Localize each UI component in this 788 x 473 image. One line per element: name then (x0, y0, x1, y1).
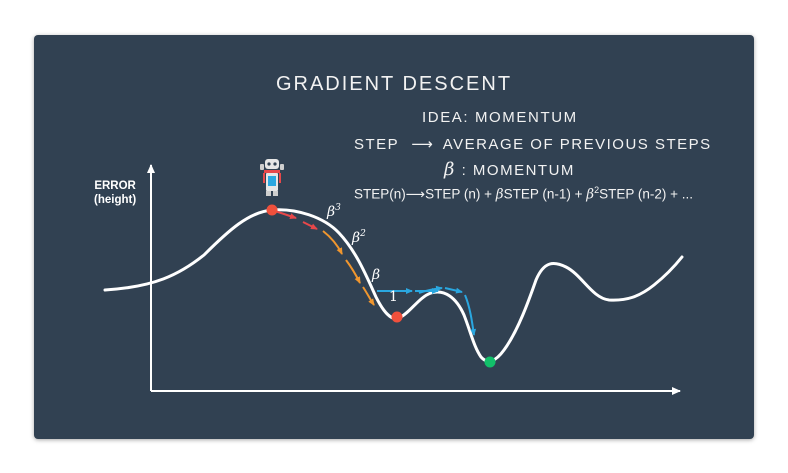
weight-beta-squared: β2 (351, 229, 366, 246)
formula-term-2: STEP (n-1) + (503, 186, 587, 202)
step-arrow-orange-2 (345, 259, 361, 284)
formula-term-3: STEP (n-2) + ... (599, 186, 693, 202)
start-point (266, 204, 278, 216)
weight-beta-cubed: β3 (326, 203, 341, 220)
beta-definition-text: : MOMENTUM (455, 162, 575, 179)
weight-one: 1 (389, 289, 398, 305)
formula-beta-2-exponent: 2 (594, 185, 600, 195)
beta-symbol: β (444, 159, 456, 180)
step-rule-right: AVERAGE OF PREVIOUS STEPS (442, 136, 712, 153)
step-arrow-blue-5 (464, 294, 477, 336)
formula-arrow-icon: ⟶ (405, 186, 426, 202)
step-arrow-red (274, 210, 297, 219)
momentum-formula: STEP(n)⟶STEP (n) + βSTEP (n-1) + β2STEP … (354, 185, 693, 203)
y-axis-label-line1: ERROR (94, 180, 136, 192)
beta-definition: β : MOMENTUM (444, 159, 575, 180)
step-rule-left: STEP (354, 136, 400, 153)
global-minimum-point (484, 356, 496, 368)
y-axis-label: ERROR (height) (94, 179, 136, 207)
step-arrow-orange-1 (322, 230, 343, 255)
formula-term-1: STEP (n) + (425, 186, 496, 202)
step-arrow-red-2 (302, 221, 318, 230)
step-rule: STEP ⟶ AVERAGE OF PREVIOUS STEPS (354, 135, 712, 153)
robot-icon (260, 159, 284, 196)
idea-heading: IDEA: MOMENTUM (422, 109, 578, 126)
right-arrow-icon: ⟶ (411, 136, 433, 153)
formula-beta-1: β (495, 186, 504, 203)
slide: β3 β2 β 1 GRA (34, 35, 754, 439)
local-minimum-point (391, 311, 403, 323)
formula-lhs: STEP(n) (354, 186, 406, 202)
step-arrow-blue-3 (418, 285, 443, 294)
diagram-canvas: β3 β2 β 1 (103, 159, 684, 395)
step-arrow-blue-4 (444, 287, 463, 294)
y-axis-label-line2: (height) (94, 194, 137, 206)
error-curve (103, 208, 684, 363)
step-arrow-orange-3 (362, 286, 375, 306)
slide-title: GRADIENT DESCENT (275, 73, 513, 95)
formula-beta-2: β (586, 186, 595, 203)
weight-beta: β (371, 267, 380, 283)
